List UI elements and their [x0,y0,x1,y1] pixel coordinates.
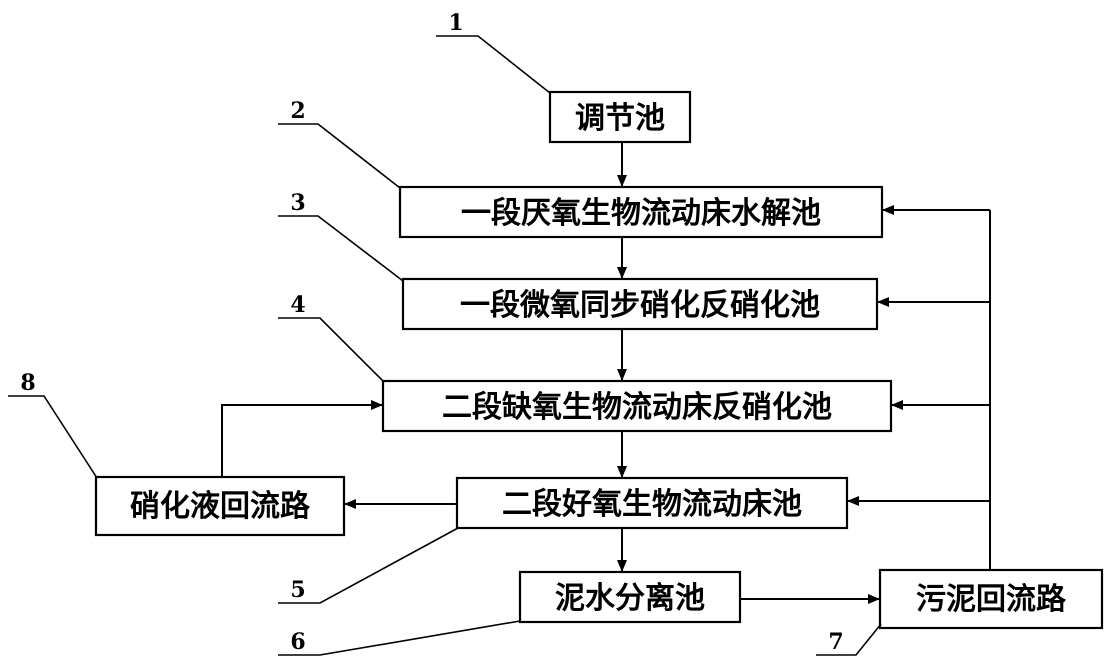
box-anoxic-denitrification: 二段缺氧生物流动床反硝化池 [381,379,893,433]
nitrified-return-arrow-in [221,400,383,477]
callout-8: 8 [8,370,98,479]
callout-3: 3 [278,190,404,282]
callout-7-number: 7 [828,629,843,655]
box-regulating-tank: 调节池 [548,90,692,144]
box-sludge-water-separation-label: 泥水分离池 [555,581,705,616]
box-microaerobic-snd-label: 一段微氧同步硝化反硝化池 [460,288,820,323]
callout-2-number: 2 [290,98,305,124]
box-nitrified-liquid-return: 硝化液回流路 [94,475,346,537]
callout-5: 5 [278,527,459,604]
callout-5-number: 5 [290,577,305,603]
box-aerobic-fluidized-bed: 二段好氧生物流动床池 [455,476,849,530]
callout-1: 1 [436,10,551,94]
callout-3-number: 3 [290,190,305,216]
box-sludge-return-label: 污泥回流路 [916,582,1067,617]
box-aerobic-fluidized-bed-label: 二段好氧生物流动床池 [502,487,802,522]
callout-1-number: 1 [448,10,463,36]
callout-8-number: 8 [20,370,35,396]
callout-7: 7 [816,623,882,656]
callout-2: 2 [278,98,401,189]
box-nitrified-liquid-return-label: 硝化液回流路 [130,489,311,524]
box-sludge-water-separation: 泥水分离池 [518,570,742,624]
box-microaerobic-snd: 一段微氧同步硝化反硝化池 [401,277,879,331]
callout-6-number: 6 [290,629,305,655]
box-anaerobic-hydrolysis-label: 一段厌氧生物流动床水解池 [461,196,821,231]
callout-6: 6 [278,620,521,656]
callout-4: 4 [278,292,385,383]
box-regulating-tank-label: 调节池 [575,101,665,136]
callout-4-number: 4 [290,292,305,318]
box-anaerobic-hydrolysis: 一段厌氧生物流动床水解池 [398,185,884,239]
box-anoxic-denitrification-label: 二段缺氧生物流动床反硝化池 [442,390,832,425]
box-sludge-return: 污泥回流路 [878,568,1104,630]
